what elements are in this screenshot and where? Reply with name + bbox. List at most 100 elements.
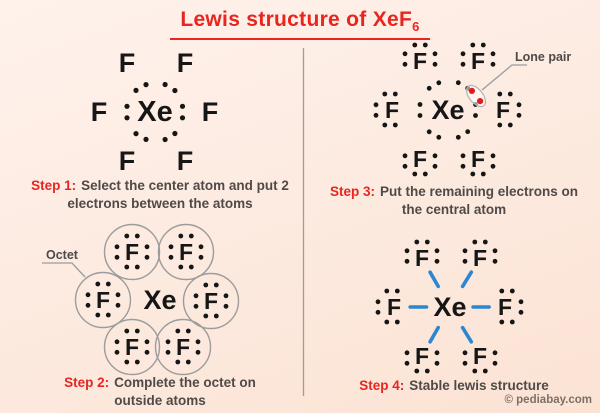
- step3-lone-pair-dot: [480, 42, 486, 48]
- step4-lone-pair-dot: [509, 319, 515, 325]
- step3-lone-pair-dot: [460, 61, 466, 67]
- step3-bond-pair-dot: [426, 129, 432, 135]
- step2-octet-dot: [115, 302, 121, 308]
- step1-f-label: F: [119, 146, 136, 176]
- step3-f-label: F: [471, 48, 485, 74]
- step3-lone-pair-dot: [402, 153, 408, 159]
- step2-octet-dot: [114, 339, 120, 345]
- lone-pair-annotation: Lone pair: [515, 50, 571, 64]
- bond-line: [428, 325, 441, 344]
- step3-lone-pair-dot: [382, 91, 388, 97]
- step2-text-line1: Complete the octet on: [114, 375, 256, 390]
- step2-octet-dot: [144, 254, 150, 260]
- step1-text-line2: electrons between the atoms: [67, 195, 253, 211]
- step4-label: Step 4:: [359, 378, 405, 393]
- octet-annotation: Octet: [46, 248, 79, 262]
- step2-octet-dot: [134, 359, 140, 365]
- step2-f-label: F: [125, 334, 139, 360]
- step2-octet-dot: [134, 233, 140, 239]
- step4-lone-pair-dot: [375, 299, 381, 305]
- step4-lone-pair-dot: [492, 350, 498, 356]
- step3-bond-pair-dot: [465, 129, 471, 135]
- step2-octet-dot: [105, 281, 111, 287]
- step4-xe-label: Xe: [433, 292, 466, 322]
- step2-caption: Step 2:Complete the octet on outside ato…: [14, 374, 306, 409]
- step3-lone-pair-dot: [470, 171, 476, 177]
- step4-lone-pair-dot: [492, 258, 498, 264]
- step2-f-label: F: [176, 334, 190, 360]
- step2-octet-dot: [213, 282, 219, 288]
- step4-lone-pair-dot: [472, 239, 478, 245]
- step4-lone-pair-dot: [404, 248, 410, 254]
- step3-f-label: F: [413, 146, 427, 172]
- step4-lone-pair-dot: [404, 350, 410, 356]
- step4-lone-pair-dot: [499, 288, 505, 294]
- step4-lone-pair-dot: [434, 248, 440, 254]
- step2-octet-dot: [114, 244, 120, 250]
- step2-f-label: F: [204, 288, 218, 314]
- step3-lone-pair-dot: [373, 102, 379, 108]
- step1-f-label: F: [202, 97, 219, 127]
- step4-f-label: F: [473, 343, 487, 369]
- octet-circle: [182, 272, 240, 330]
- step2-octet-dot: [185, 359, 191, 365]
- step2-octet-dot: [223, 293, 229, 299]
- step1-bond-pair-dot: [172, 87, 178, 94]
- step2-octet-dot: [165, 339, 171, 345]
- step3-bond-pair-dot: [436, 134, 442, 140]
- step3-lone-pair-dot: [392, 122, 398, 128]
- step3-lone-pair-dot: [382, 122, 388, 128]
- step3-lone-pair-dot: [490, 163, 496, 169]
- step4-caption-line1: Step 4:Stable lewis structure: [308, 377, 600, 395]
- step1-bond-pair-dot: [124, 115, 130, 121]
- octet-circle: [103, 223, 161, 281]
- bond-line: [460, 325, 474, 344]
- step2-xe-label: Xe: [143, 285, 176, 315]
- watermark: © pediabay.com: [504, 394, 592, 406]
- step2-label: Step 2:: [64, 375, 110, 390]
- step3-lone-pair-dot: [402, 51, 408, 57]
- step4-caption: Step 4:Stable lewis structure: [308, 377, 600, 395]
- step3-f-label: F: [471, 146, 485, 172]
- step3-lone-pair-dot: [373, 112, 379, 118]
- step4-lone-pair-dot: [518, 299, 524, 305]
- step1-bond-pair-dot: [179, 115, 186, 121]
- octet-circle: [103, 318, 161, 376]
- step4-lone-pair-dot: [424, 368, 430, 374]
- step2-octet-dot: [85, 302, 91, 308]
- step2-octet-dot: [195, 349, 201, 355]
- step2-octet-dot: [213, 313, 219, 319]
- step2-octet-dot: [165, 349, 171, 355]
- step3-caption: Step 3:Put the remaining electrons on th…: [308, 183, 600, 218]
- step1-bond-pair-dot: [143, 82, 149, 88]
- step1-f-label: F: [177, 48, 194, 78]
- step1-bond-pair-dot: [124, 103, 130, 109]
- step2-octet-dot: [124, 359, 130, 365]
- step4-lone-pair-dot: [472, 368, 478, 374]
- step2-f-label: F: [96, 287, 110, 313]
- step3-lone-pair-dot: [507, 91, 513, 97]
- step4-lone-pair-dot: [482, 368, 488, 374]
- title-subscript: 6: [412, 19, 420, 35]
- step3-f-label: F: [413, 48, 427, 74]
- step4-lone-pair-dot: [492, 248, 498, 254]
- step2-octet-dot: [185, 328, 191, 334]
- step3-lone-pair-dot: [497, 91, 503, 97]
- step2-octet-dot: [168, 254, 174, 260]
- step2-octet-dot: [198, 254, 204, 260]
- step2-octet-dot: [95, 312, 101, 318]
- step3-lone-pair-dot: [422, 42, 428, 48]
- step3-lone-pair-dot: [497, 122, 503, 128]
- step2-octet-dot: [168, 244, 174, 250]
- step4-lone-pair-dot: [462, 350, 468, 356]
- step2-octet-dot: [95, 281, 101, 287]
- step3-lone-pair-dot: [516, 112, 522, 118]
- step4-lone-pair-dot: [414, 239, 420, 245]
- step1-caption: Step 1:Select the center atom and put 2 …: [14, 177, 306, 212]
- step2-octet-dot: [144, 339, 150, 345]
- step4-f-label: F: [473, 245, 487, 271]
- octet-circle: [154, 318, 212, 376]
- step4-lone-pair-dot: [462, 360, 468, 366]
- step3-lone-pair-dot: [432, 51, 438, 57]
- step1-f-label: F: [177, 146, 194, 176]
